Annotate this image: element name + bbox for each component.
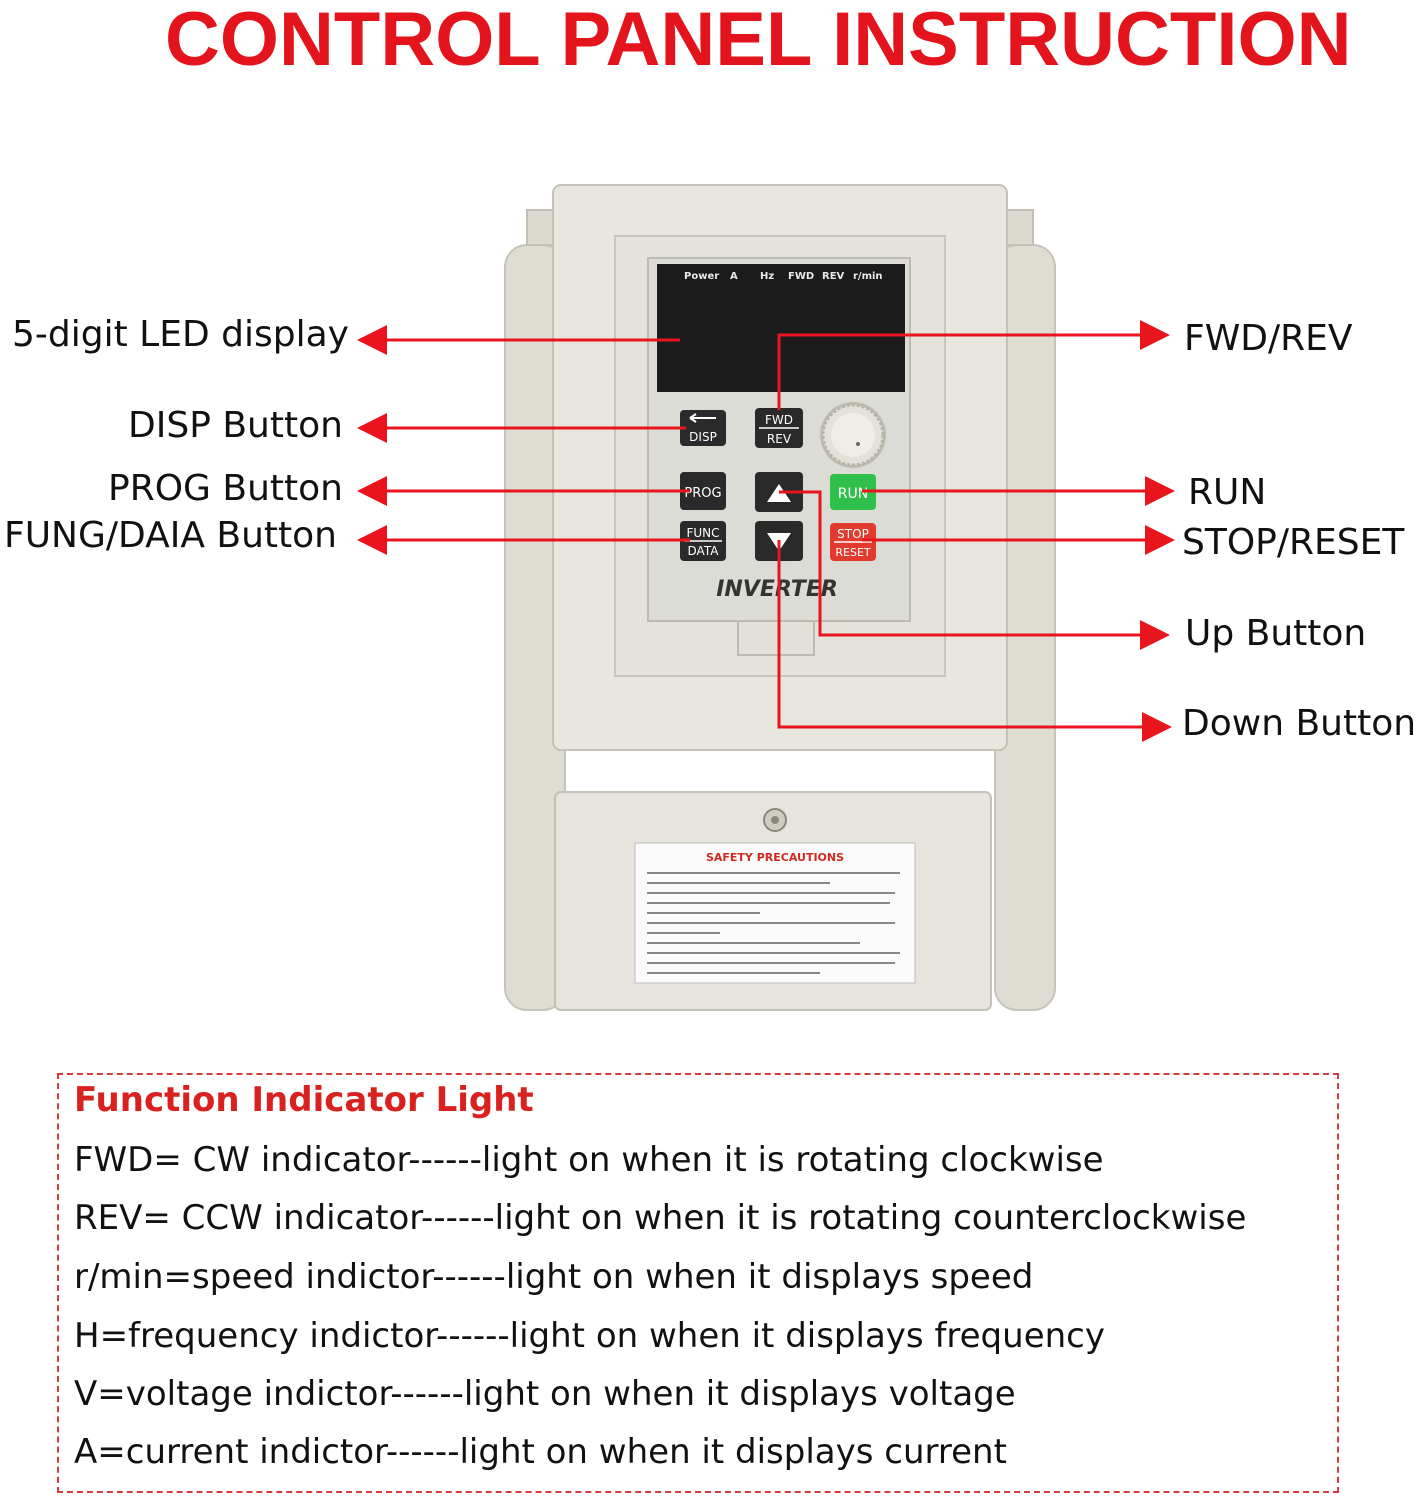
func-data-key[interactable]: FUNC DATA xyxy=(680,521,726,561)
fwd-key-label: FWD xyxy=(765,413,793,427)
display-indicators: Power A Hz FWD REV r/min xyxy=(684,271,883,282)
safety-text-lines xyxy=(647,872,900,974)
indicator-legend-box xyxy=(57,1073,1339,1493)
indicator-power: Power xyxy=(684,271,719,282)
func-key-label: FUNC xyxy=(686,526,719,540)
indicator-hz: Hz xyxy=(760,271,774,282)
callout-arrows xyxy=(357,320,1175,742)
label-stop-reset: STOP/RESET xyxy=(1182,522,1405,563)
panel-latch xyxy=(737,620,815,656)
led-display xyxy=(657,264,905,392)
label-up-button: Up Button xyxy=(1185,613,1367,654)
legend-line-rmin: r/min=speed indictor------light on when … xyxy=(74,1257,1034,1297)
inverter-device: Power A Hz FWD REV r/min DISP FWD REV PR… xyxy=(357,184,1175,1011)
label-fwd-rev: FWD/REV xyxy=(1184,318,1353,359)
indicator-rev: REV xyxy=(822,271,845,282)
legend-line-fwd: FWD= CW indicator------light on when it … xyxy=(74,1140,1104,1180)
rev-key-label: REV xyxy=(767,432,792,446)
safety-title: SAFETY PRECAUTIONS xyxy=(706,851,844,864)
arrow-up xyxy=(779,490,1170,650)
disp-key-label: DISP xyxy=(689,430,717,444)
run-key-label: RUN xyxy=(838,486,868,502)
label-run: RUN xyxy=(1188,472,1267,513)
brand-label: INVERTER xyxy=(716,577,838,602)
legend-line-rev: REV= CCW indicator------light on when it… xyxy=(74,1198,1247,1238)
data-key-label: DATA xyxy=(688,544,720,558)
label-down-button: Down Button xyxy=(1182,703,1417,744)
indicator-a: A xyxy=(730,271,738,282)
stop-reset-key[interactable]: STOP RESET xyxy=(830,523,876,561)
prog-key-label: PROG xyxy=(684,486,721,501)
prog-key[interactable]: PROG xyxy=(680,472,726,510)
disp-button[interactable]: DISP xyxy=(680,410,726,446)
fwd-rev-key[interactable]: FWD REV xyxy=(755,408,803,448)
indicator-rmin: r/min xyxy=(853,271,883,282)
legend-title: Function Indicator Light xyxy=(74,1080,534,1120)
label-prog-button: PROG Button xyxy=(108,468,343,509)
indicator-fwd: FWD xyxy=(788,271,814,282)
arrow-fwd-rev xyxy=(777,320,1170,410)
legend-line-hz: H=frequency indictor------light on when … xyxy=(74,1316,1105,1356)
speed-knob[interactable] xyxy=(820,402,886,468)
label-func-data-button: FUNG/DAIA Button xyxy=(4,515,337,556)
page-title: CONTROL PANEL INSTRUCTION xyxy=(165,0,1352,82)
legend-line-v: V=voltage indictor------light on when it… xyxy=(74,1374,1016,1414)
stop-key-label: STOP xyxy=(837,527,869,541)
legend-line-a: A=current indictor------light on when it… xyxy=(74,1432,1007,1472)
arrow-down xyxy=(777,540,1172,742)
label-led-display: 5-digit LED display xyxy=(12,314,349,355)
run-key[interactable]: RUN xyxy=(830,474,876,510)
label-disp-button: DISP Button xyxy=(128,405,343,446)
reset-key-label: RESET xyxy=(835,546,871,559)
